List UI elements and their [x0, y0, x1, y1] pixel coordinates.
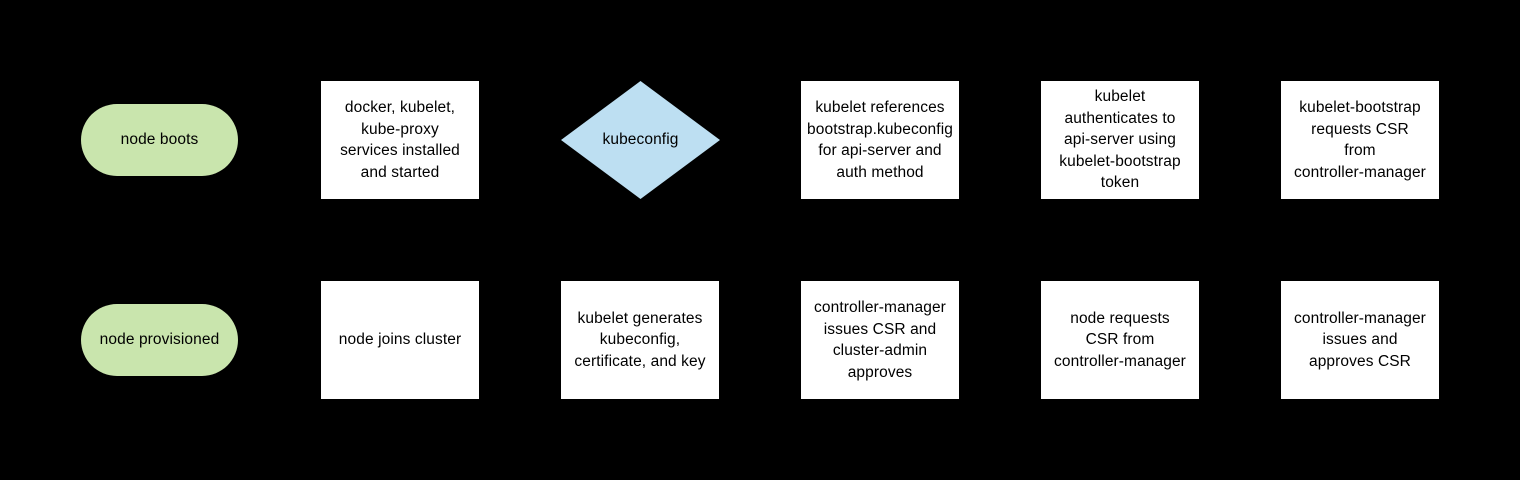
node-label: kubeconfig [602, 131, 679, 149]
node-label: docker, kubelet, kube-proxy services ins… [340, 99, 460, 181]
node-label: node boots [120, 131, 199, 149]
node-process-node-requests-csr[interactable]: node requests CSR from controller-manage… [1041, 281, 1199, 399]
node-process-services-installed[interactable]: docker, kubelet, kube-proxy services ins… [321, 81, 479, 199]
node-terminator-node-provisioned[interactable]: node provisioned [81, 304, 238, 376]
process-box-fill [801, 81, 959, 199]
node-label: kubelet generates kubeconfig, certificat… [574, 309, 706, 370]
node-process-node-joins-cluster[interactable]: node joins cluster [321, 281, 479, 399]
node-label: kubelet authenticates to api-server usin… [1059, 88, 1181, 192]
node-process-kubelet-references[interactable]: kubelet references bootstrap.kubeconfig … [801, 81, 959, 199]
node-label: controller-manager issues and approves C… [1294, 309, 1426, 370]
node-decision-kubeconfig[interactable]: kubeconfig [561, 81, 720, 199]
node-label: controller-manager issues CSR and cluste… [814, 299, 946, 381]
node-label: kubelet references bootstrap.kubeconfig … [807, 99, 953, 181]
node-process-kubelet-authenticates[interactable]: kubelet authenticates to api-server usin… [1041, 81, 1199, 199]
node-label: kubelet-bootstrap requests CSR from cont… [1294, 99, 1426, 181]
node-process-cm-issues-csr[interactable]: controller-manager issues CSR and cluste… [801, 281, 959, 399]
node-process-cm-issues-approves[interactable]: controller-manager issues and approves C… [1281, 281, 1439, 399]
node-label: node provisioned [99, 331, 220, 349]
node-label: node joins cluster [338, 331, 462, 349]
node-label: node requests CSR from controller-manage… [1054, 309, 1186, 370]
node-terminator-node-boots[interactable]: node boots [81, 104, 238, 176]
node-process-kubelet-generates[interactable]: kubelet generates kubeconfig, certificat… [561, 281, 719, 399]
node-process-bootstrap-requests-csr[interactable]: kubelet-bootstrap requests CSR from cont… [1281, 81, 1439, 199]
